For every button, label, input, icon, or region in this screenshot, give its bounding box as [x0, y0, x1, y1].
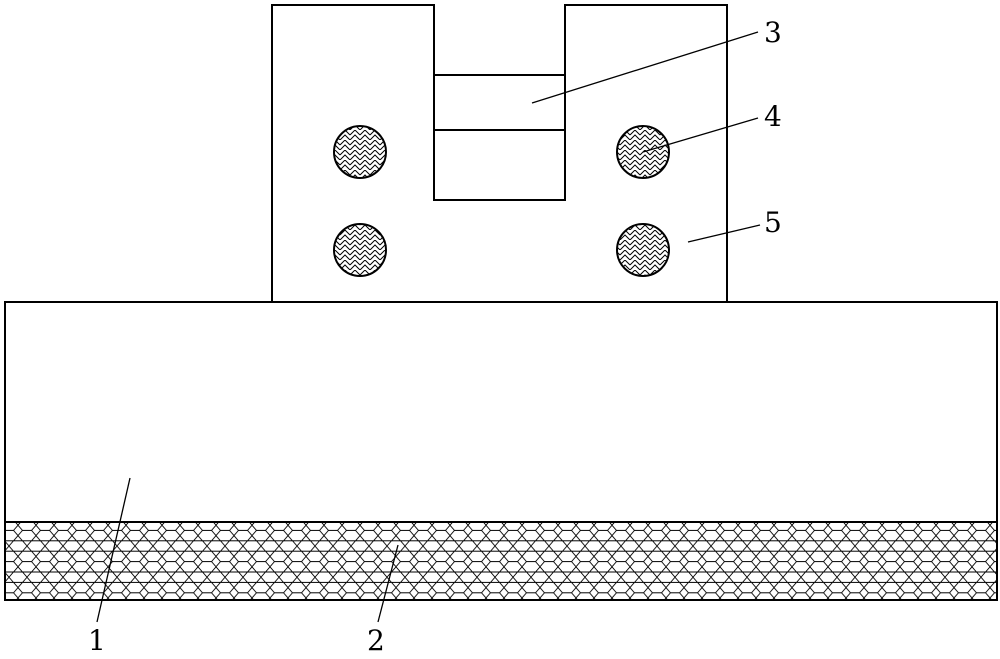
leader-line-3	[531, 31, 759, 104]
leader-line-5	[687, 224, 761, 243]
label-base: 1	[88, 624, 106, 657]
leader-line-1	[96, 477, 131, 623]
label-hex-layer: 2	[367, 624, 385, 657]
leader-line-2	[377, 544, 399, 623]
bolt-top-left	[333, 125, 387, 179]
bolt-bottom-left	[333, 223, 387, 277]
label-slot-block: 3	[764, 16, 782, 49]
label-upper-block: 5	[764, 206, 782, 239]
label-bolt: 4	[764, 100, 782, 133]
bolt-bottom-right	[616, 223, 670, 277]
hex-layer	[4, 521, 998, 601]
leader-line-4	[642, 117, 759, 153]
upper-block	[271, 4, 728, 302]
